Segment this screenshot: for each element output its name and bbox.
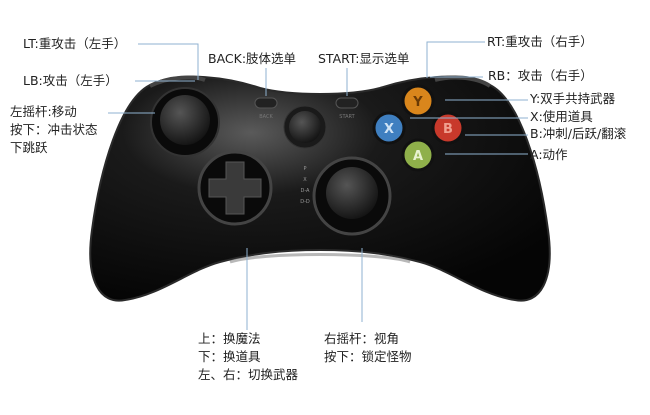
start-button[interactable] [335, 97, 359, 109]
right-stick-label-1: 右摇杆：视角 [324, 331, 400, 346]
mode-print-x: X [303, 177, 307, 183]
dpad-label-2: 下：换道具 [198, 349, 261, 364]
b-label: B:冲刺/后跃/翻滚 [530, 126, 627, 141]
b-button[interactable]: B [431, 111, 465, 145]
svg-text:X: X [384, 122, 394, 137]
back-print: BACK [259, 114, 273, 120]
leader-lines [108, 41, 528, 330]
svg-text:B: B [443, 122, 453, 137]
rt-label: RT:重攻击（右手） [487, 34, 593, 49]
lb-label: LB:攻击（左手） [23, 73, 118, 88]
y-label: Y:双手共持武器 [530, 91, 616, 106]
rb-label: RB：攻击（右手） [488, 68, 593, 83]
x-button[interactable]: X [372, 111, 406, 145]
svg-text:Y: Y [412, 95, 423, 110]
y-button[interactable]: Y [401, 84, 435, 118]
left-stick-label-2: 按下：冲击状态 [10, 122, 98, 137]
dpad[interactable] [208, 161, 262, 215]
left-stick[interactable] [160, 95, 210, 145]
right-stick[interactable] [326, 167, 378, 219]
mode-print-da: D-A [301, 188, 311, 194]
lt-label: LT:重攻击（左手） [23, 36, 127, 51]
back-label: BACK:肢体选单 [208, 51, 297, 66]
mode-print-dd: D-D [300, 199, 310, 205]
back-button[interactable] [254, 97, 278, 109]
start-label: START:显示选单 [318, 51, 410, 66]
a-label: A:动作 [530, 147, 568, 162]
mode-print-p: P [303, 166, 306, 172]
rb-bumper[interactable] [434, 75, 492, 88]
a-button[interactable]: A [401, 138, 435, 172]
start-print: START [339, 114, 355, 120]
right-stick-label-2: 按下：锁定怪物 [324, 349, 412, 364]
svg-text:A: A [413, 149, 423, 164]
dpad-label-1: 上：换魔法 [198, 331, 261, 346]
guide-button[interactable] [289, 111, 321, 143]
lb-bumper[interactable] [149, 75, 206, 88]
dpad-label-3: 左、右：切换武器 [198, 367, 299, 382]
left-stick-label-1: 左摇杆:移动 [10, 104, 77, 119]
x-label: X:使用道具 [530, 109, 593, 124]
left-stick-label-3: 下跳跃 [10, 140, 48, 155]
